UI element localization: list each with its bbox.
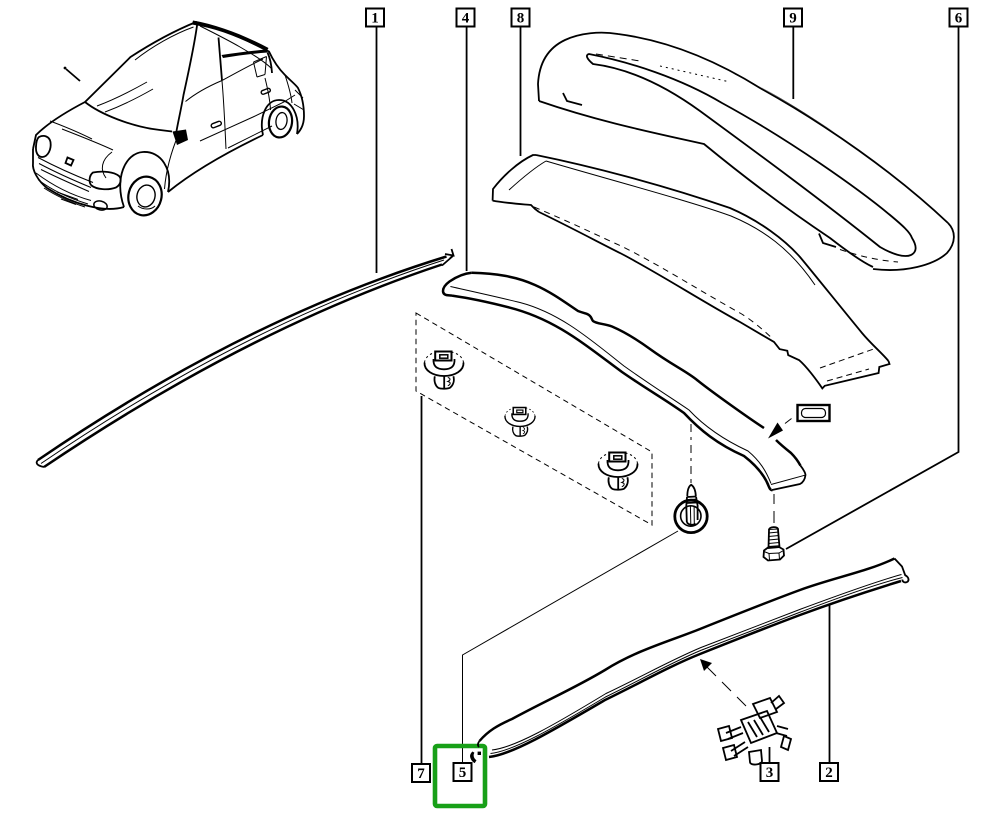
svg-text:1: 1 — [371, 11, 379, 27]
svg-text:7: 7 — [417, 766, 425, 782]
svg-text:9: 9 — [789, 11, 797, 27]
svg-text:3: 3 — [766, 765, 774, 781]
svg-text:4: 4 — [462, 11, 470, 27]
svg-text:6: 6 — [955, 11, 963, 27]
svg-text:2: 2 — [825, 765, 833, 781]
svg-text:8: 8 — [517, 11, 525, 27]
svg-text:5: 5 — [459, 765, 467, 781]
